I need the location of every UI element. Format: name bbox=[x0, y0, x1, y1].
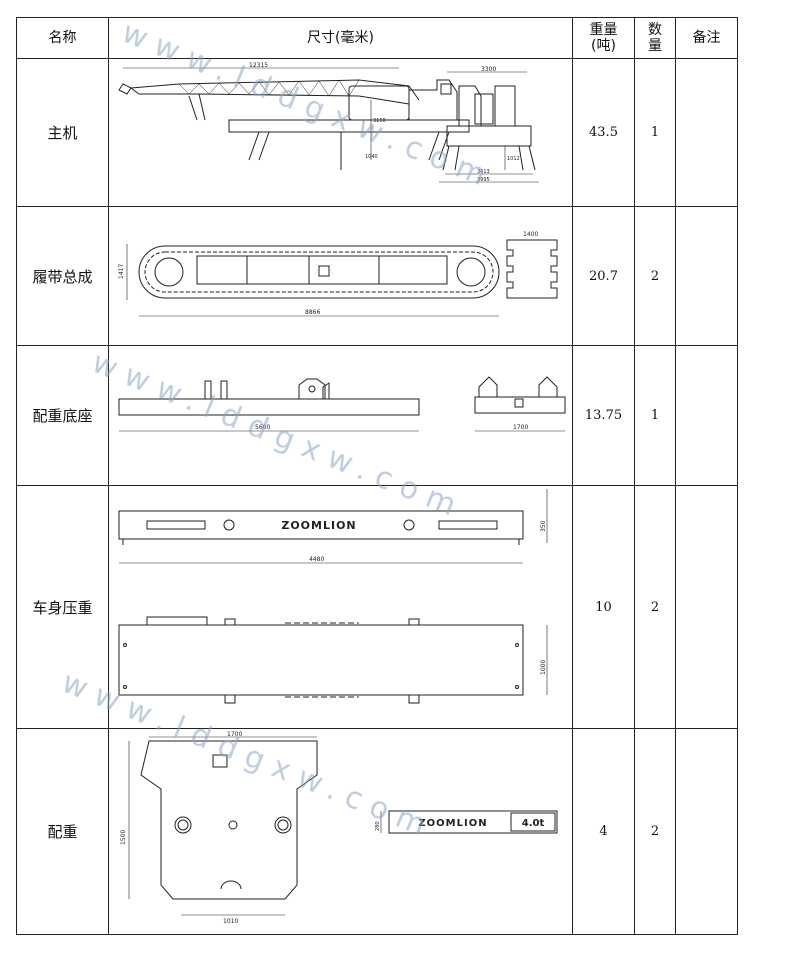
row-remark bbox=[675, 58, 738, 208]
counterweight-tonnage-label: 4.0t bbox=[522, 818, 545, 829]
table-row-counterweight: 配重 1700 1500 1010 ZOOMLION 4.0t bbox=[16, 727, 738, 936]
dim-base-width: 1700 bbox=[513, 424, 528, 431]
row-weight: 20.7 bbox=[572, 206, 635, 347]
row-weight: 4 bbox=[572, 727, 635, 936]
row-weight: 13.75 bbox=[572, 345, 635, 487]
row-qty: 2 bbox=[634, 485, 676, 729]
dim-base-length: 5600 bbox=[255, 424, 270, 431]
main-machine-drawing-cell: 12315 bbox=[108, 58, 573, 208]
row-qty: 2 bbox=[634, 206, 676, 347]
row-qty: 1 bbox=[634, 58, 676, 208]
dim-crawler-height: 1417 bbox=[118, 263, 125, 278]
header-weight: 重量 (吨) bbox=[572, 16, 635, 60]
dim-cw-top: 1700 bbox=[227, 731, 242, 738]
row-remark bbox=[675, 206, 738, 347]
row-name: 主机 bbox=[16, 58, 109, 208]
dim-main-width: 3300 bbox=[481, 66, 496, 73]
dim-ballast-width: 1000 bbox=[540, 660, 547, 675]
row-name: 配重 bbox=[16, 727, 109, 936]
counterweight-drawing: 1700 1500 1010 ZOOMLION 4.0t 280 bbox=[120, 731, 558, 925]
dim-cw-height: 1500 bbox=[120, 830, 127, 845]
dim-ballast-length: 4480 bbox=[309, 556, 324, 563]
dim-ballast-height: 350 bbox=[540, 520, 547, 532]
header-row: 名称 尺寸(毫米) 重量 (吨) 数 量 备注 bbox=[16, 16, 738, 60]
header-qty: 数 量 bbox=[634, 16, 676, 60]
body-ballast-drawing: ZOOMLION 350 4480 1000 bbox=[118, 489, 548, 704]
header-weight-line1: 重量 bbox=[589, 22, 618, 39]
dim-crawler-length: 8866 bbox=[305, 309, 320, 316]
dim-main-b: 1040 bbox=[365, 154, 378, 160]
header-remark: 备注 bbox=[675, 16, 738, 60]
row-weight: 43.5 bbox=[572, 58, 635, 208]
row-qty: 1 bbox=[634, 345, 676, 487]
dim-main-a: 1012 bbox=[507, 156, 520, 162]
table-row-counterweight-base: 配重底座 5600 1700 13.75 1 bbox=[16, 345, 738, 487]
dim-main-track-width: 3995 bbox=[477, 177, 490, 183]
row-remark bbox=[675, 345, 738, 487]
header-size: 尺寸(毫米) bbox=[108, 16, 573, 60]
row-name: 履带总成 bbox=[16, 206, 109, 347]
dim-main-height: 3150 bbox=[373, 118, 386, 124]
dim-cw-bottom: 1010 bbox=[223, 918, 238, 925]
header-name: 名称 bbox=[16, 16, 109, 60]
counterweight-drawing-cell: 1700 1500 1010 ZOOMLION 4.0t 280 bbox=[108, 727, 573, 936]
main-machine-drawing: 12315 bbox=[118, 62, 539, 183]
row-qty: 2 bbox=[634, 727, 676, 936]
crawler-drawing: 1417 8866 1400 bbox=[118, 231, 558, 317]
dim-shoe-width: 1400 bbox=[523, 231, 538, 238]
row-remark bbox=[675, 727, 738, 936]
dim-main-length: 12315 bbox=[249, 62, 268, 69]
dim-cw-thickness: 280 bbox=[375, 822, 381, 832]
equipment-spec-table: 名称 尺寸(毫米) 重量 (吨) 数 量 备注 主机 12315 bbox=[16, 16, 738, 936]
header-weight-line2: (吨) bbox=[591, 38, 616, 55]
row-remark bbox=[675, 485, 738, 729]
table-row-main-machine: 主机 12315 bbox=[16, 58, 738, 208]
counterweight-base-drawing-cell: 5600 1700 bbox=[108, 345, 573, 487]
counterweight-base-drawing: 5600 1700 bbox=[118, 376, 566, 432]
body-ballast-drawing-cell: ZOOMLION 350 4480 1000 bbox=[108, 485, 573, 729]
table-row-crawler: 履带总成 1417 8866 1400 20.7 2 bbox=[16, 206, 738, 347]
ballast-brand-label: ZOOMLION bbox=[281, 519, 356, 532]
counterweight-brand-label: ZOOMLION bbox=[418, 818, 487, 829]
header-qty-line1: 数 bbox=[648, 22, 662, 39]
row-name: 车身压重 bbox=[16, 485, 109, 729]
header-qty-line2: 量 bbox=[648, 38, 662, 55]
table-row-body-ballast: 车身压重 ZOOMLION 350 4480 bbox=[16, 485, 738, 729]
dim-main-gauge: 3413 bbox=[477, 169, 490, 175]
row-name: 配重底座 bbox=[16, 345, 109, 487]
row-weight: 10 bbox=[572, 485, 635, 729]
crawler-drawing-cell: 1417 8866 1400 bbox=[108, 206, 573, 347]
